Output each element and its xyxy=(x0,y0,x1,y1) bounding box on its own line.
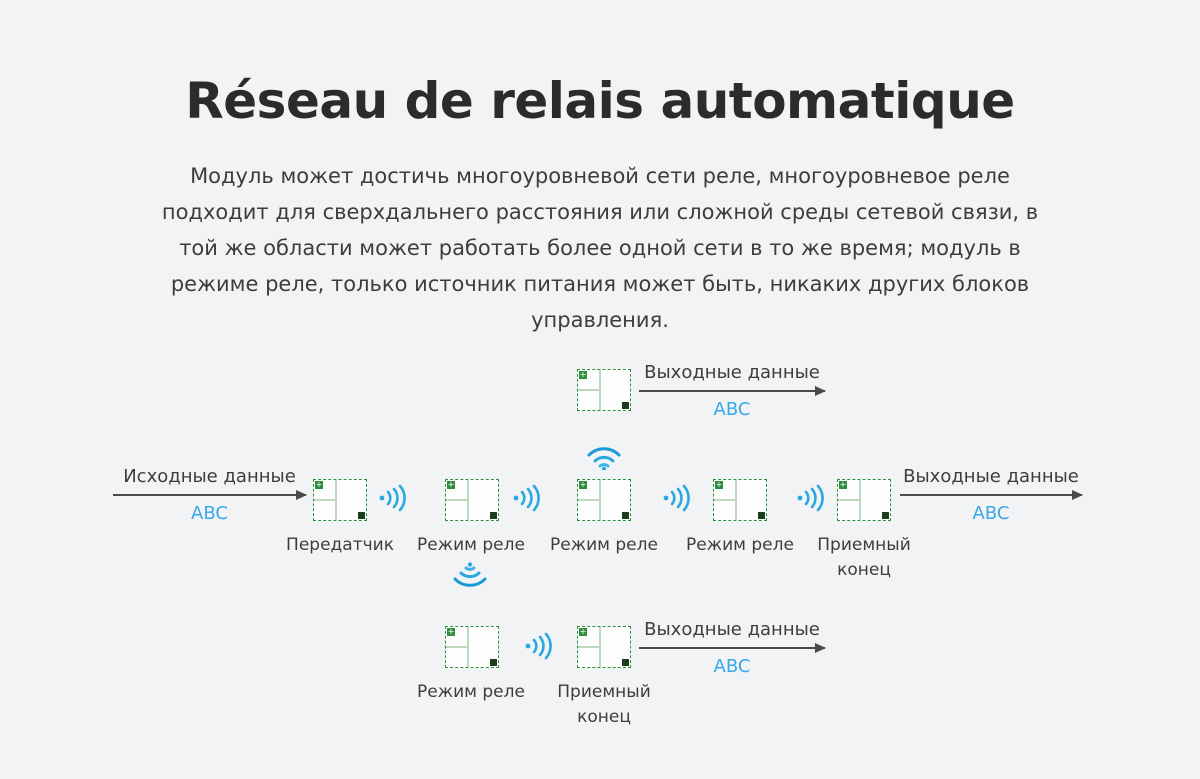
module-pin-icon: + xyxy=(315,480,323,489)
module-icon: + xyxy=(577,479,631,521)
arrow-head-icon xyxy=(1072,490,1083,500)
module-icon: + xyxy=(837,479,891,521)
arrow-source-data: Исходные данные ABC xyxy=(113,466,307,526)
caption-relay-1: Режим реле xyxy=(417,535,525,555)
module-divider-vertical xyxy=(598,370,601,410)
wifi-up-icon xyxy=(586,442,622,470)
module-corner-icon xyxy=(490,659,497,666)
wireless-signal-icon-1 xyxy=(378,484,408,512)
module-icon: + xyxy=(445,626,499,668)
module-corner-icon xyxy=(358,512,365,519)
arrow-output-bottom-line xyxy=(639,643,826,653)
caption-receiver-bottom: Приемный конец xyxy=(557,682,651,727)
node-receiver-bottom: + xyxy=(577,626,631,668)
module-icon: + xyxy=(577,369,631,411)
arrow-output-top-label: Выходные данные xyxy=(644,362,820,383)
module-divider-horizontal xyxy=(578,499,599,502)
module-divider-horizontal xyxy=(578,389,599,392)
module-pin-icon: + xyxy=(579,370,587,379)
module-divider-horizontal xyxy=(838,499,859,502)
module-corner-icon xyxy=(622,659,629,666)
wifi-down-icon xyxy=(452,562,488,590)
module-pin-icon: + xyxy=(447,627,455,636)
caption-relay-3: Режим реле xyxy=(686,535,794,555)
wireless-signal-icon-2 xyxy=(512,484,542,512)
page-description: Модуль может достичь многоуровневой сети… xyxy=(161,164,1039,332)
module-corner-icon xyxy=(622,402,629,409)
module-divider-vertical xyxy=(466,627,469,667)
module-divider-vertical xyxy=(858,480,861,520)
arrow-source-data-sub: ABC xyxy=(191,503,228,524)
module-divider-horizontal xyxy=(578,646,599,649)
arrow-shaft xyxy=(639,647,825,649)
module-divider-vertical xyxy=(734,480,737,520)
arrow-output-top-line xyxy=(639,386,826,396)
top-branch-module: + xyxy=(577,369,631,411)
module-icon: + xyxy=(445,479,499,521)
module-divider-horizontal xyxy=(314,499,335,502)
arrow-head-icon xyxy=(815,643,826,653)
caption-relay-bottom: Режим реле xyxy=(417,682,525,702)
arrow-output-right-label: Выходные данные xyxy=(903,466,1079,487)
module-divider-vertical xyxy=(598,480,601,520)
module-corner-icon xyxy=(882,512,889,519)
module-pin-icon: + xyxy=(579,627,587,636)
wireless-signal-icon-3 xyxy=(662,484,692,512)
module-divider-horizontal xyxy=(446,646,467,649)
module-divider-horizontal xyxy=(714,499,735,502)
arrow-shaft xyxy=(113,494,306,496)
module-pin-icon: + xyxy=(579,480,587,489)
module-pin-icon: + xyxy=(839,480,847,489)
wireless-signal-icon-5 xyxy=(524,632,554,660)
arrow-output-bottom-label: Выходные данные xyxy=(644,619,820,640)
arrow-output-bottom: Выходные данные ABC xyxy=(639,619,826,679)
node-relay-bottom: + xyxy=(445,626,499,668)
module-corner-icon xyxy=(622,512,629,519)
module-icon: + xyxy=(313,479,367,521)
caption-transmitter: Передатчик xyxy=(286,535,394,555)
module-pin-icon: + xyxy=(715,480,723,489)
arrow-head-icon xyxy=(296,490,307,500)
caption-receiver-main: Приемный конец xyxy=(817,535,911,580)
arrow-shaft xyxy=(900,494,1082,496)
node-relay-2: + xyxy=(577,479,631,521)
arrow-shaft xyxy=(639,390,825,392)
module-corner-icon xyxy=(758,512,765,519)
module-divider-horizontal xyxy=(446,499,467,502)
module-divider-vertical xyxy=(334,480,337,520)
caption-relay-2: Режим реле xyxy=(550,535,658,555)
wireless-signal-icon-4 xyxy=(796,484,826,512)
module-corner-icon xyxy=(490,512,497,519)
arrow-output-right-line xyxy=(900,490,1083,500)
arrow-output-right: Выходные данные ABC xyxy=(900,466,1083,526)
module-divider-vertical xyxy=(466,480,469,520)
arrow-source-data-line xyxy=(113,490,307,500)
module-icon: + xyxy=(577,626,631,668)
module-icon: + xyxy=(713,479,767,521)
arrow-source-data-label: Исходные данные xyxy=(123,466,296,487)
node-relay-1: + xyxy=(445,479,499,521)
node-receiver-main: + xyxy=(837,479,891,521)
arrow-output-top: Выходные данные ABC xyxy=(639,362,826,422)
node-transmitter: + xyxy=(313,479,367,521)
module-pin-icon: + xyxy=(447,480,455,489)
node-relay-3: + xyxy=(713,479,767,521)
arrow-output-right-sub: ABC xyxy=(972,503,1010,524)
module-divider-vertical xyxy=(598,627,601,667)
arrow-output-top-sub: ABC xyxy=(713,399,751,420)
page-title: Réseau de relais automatique xyxy=(185,72,1015,130)
arrow-output-bottom-sub: ABC xyxy=(713,656,751,677)
arrow-head-icon xyxy=(815,386,826,396)
